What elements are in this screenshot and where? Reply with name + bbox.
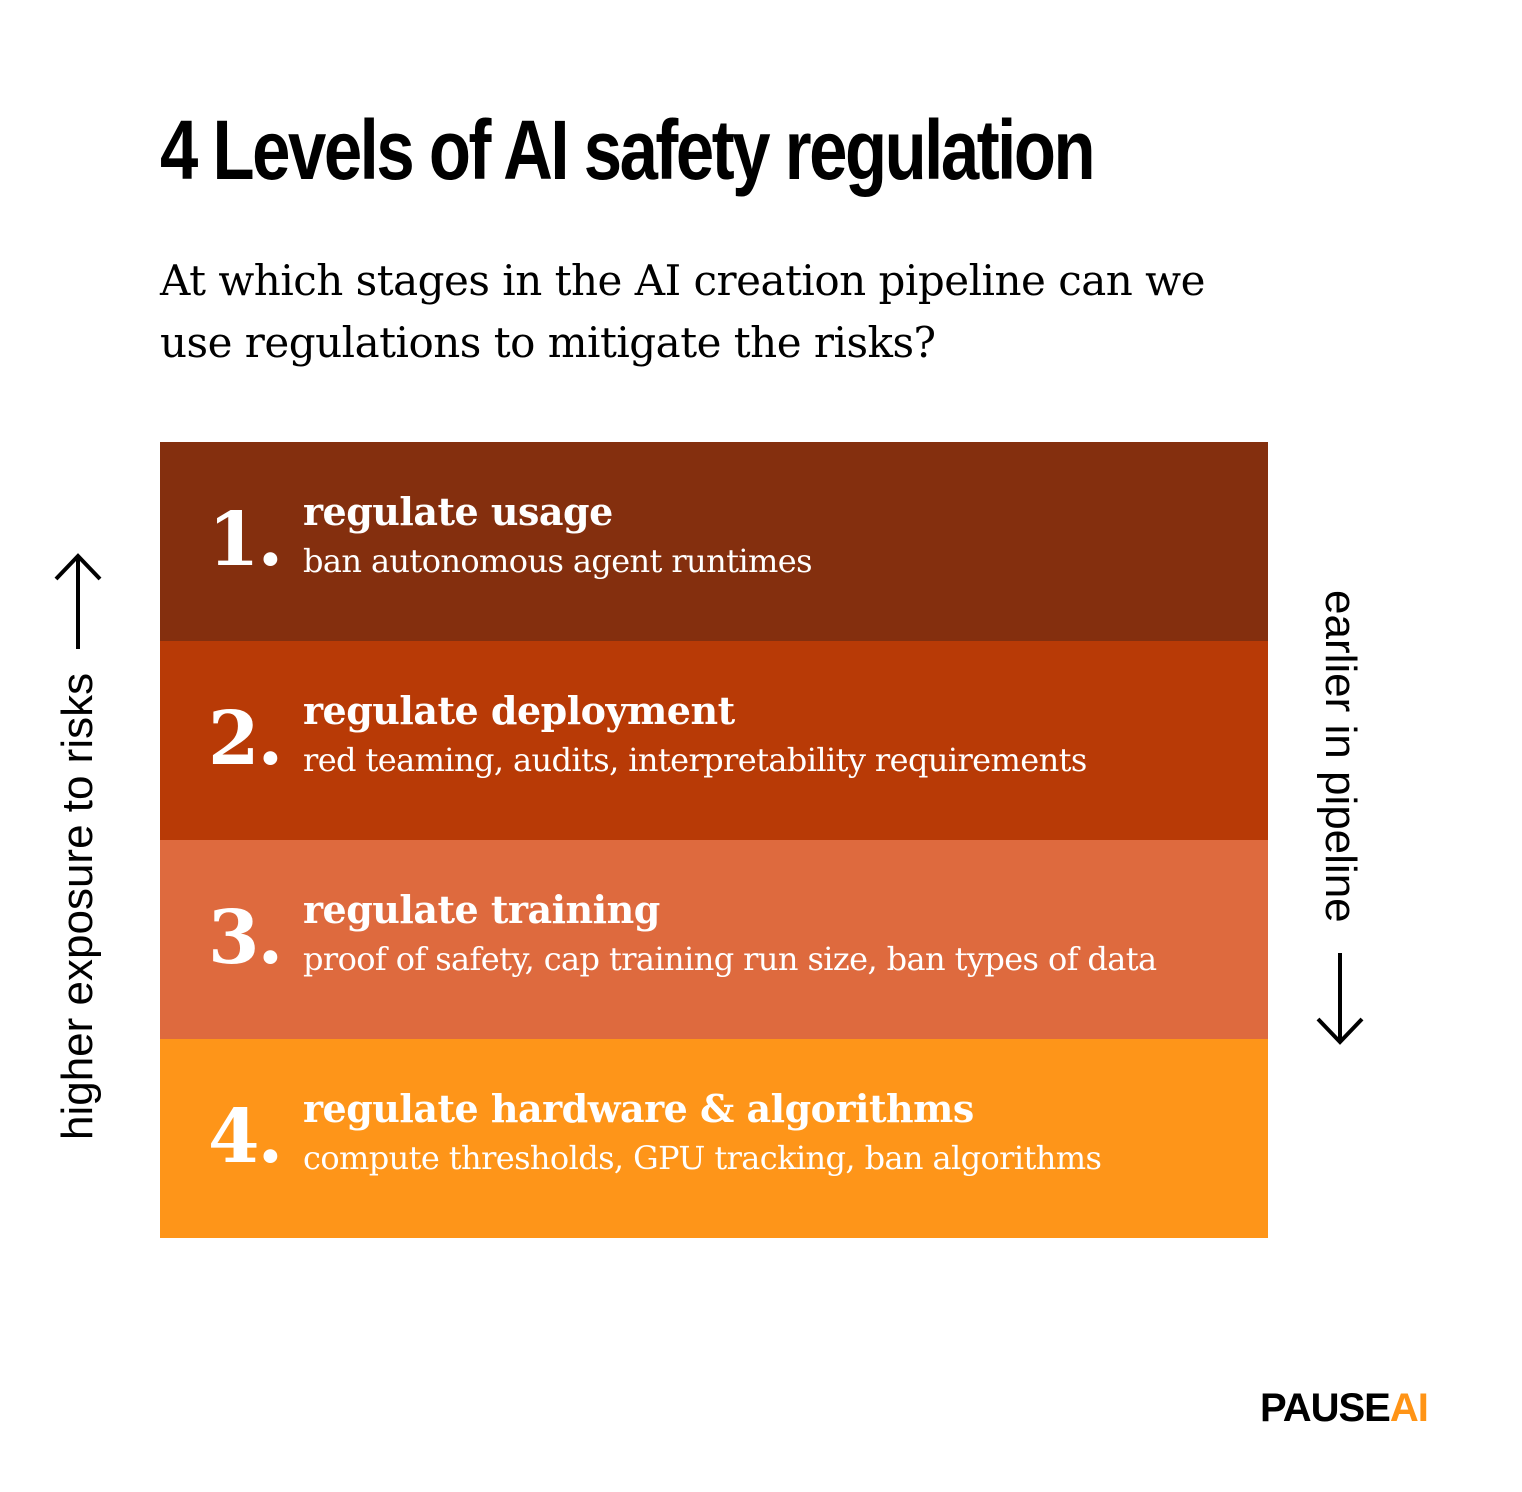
level-1-title: regulate usage	[303, 489, 613, 534]
level-1-text: regulate usage ban autonomous agent runt…	[303, 486, 1248, 584]
regulation-levels: 1. regulate usage ban autonomous agent r…	[160, 442, 1268, 1238]
logo-text-pause: PAUSE	[1260, 1386, 1391, 1430]
level-3-number: 3.	[208, 895, 283, 981]
level-3-title: regulate training	[303, 887, 660, 932]
level-1-number: 1.	[208, 497, 283, 583]
page-title: 4 Levels of AI safety regulation	[160, 103, 1096, 197]
level-4-title: regulate hardware & algorithms	[303, 1086, 974, 1131]
level-2-number: 2.	[208, 696, 283, 782]
level-1: 1. regulate usage ban autonomous agent r…	[160, 442, 1268, 641]
level-2: 2. regulate deployment red teaming, audi…	[160, 641, 1268, 840]
level-4-number: 4.	[208, 1094, 283, 1180]
level-2-description: red teaming, audits, interpretability re…	[303, 741, 1087, 779]
page-subtitle: At which stages in the AI creation pipel…	[160, 256, 1205, 367]
risk-exposure-axis-content: higher exposure to risks	[48, 480, 108, 1140]
level-3: 3. regulate training proof of safety, ca…	[160, 840, 1268, 1039]
level-1-description: ban autonomous agent runtimes	[303, 542, 813, 580]
level-4-description: compute thresholds, GPU tracking, ban al…	[303, 1139, 1102, 1177]
pipeline-axis-content: earlier in pipeline	[1308, 590, 1372, 1110]
level-4-text: regulate hardware & algorithms compute t…	[303, 1083, 1248, 1181]
logo-text-ai: AI	[1389, 1386, 1429, 1430]
level-4: 4. regulate hardware & algorithms comput…	[160, 1039, 1268, 1238]
risk-exposure-label: higher exposure to risks	[53, 672, 102, 1140]
pauseai-logo: PAUSEAI	[1260, 1384, 1429, 1432]
pipeline-label: earlier in pipeline	[1316, 590, 1365, 923]
arrow-up-icon	[54, 552, 102, 649]
level-2-title: regulate deployment	[303, 688, 735, 733]
level-2-text: regulate deployment red teaming, audits,…	[303, 685, 1248, 783]
level-3-description: proof of safety, cap training run size, …	[303, 940, 1157, 978]
pipeline-axis: earlier in pipeline	[1308, 590, 1372, 1110]
arrow-down-icon	[1316, 952, 1364, 1045]
level-3-text: regulate training proof of safety, cap t…	[303, 884, 1248, 982]
risk-exposure-axis: higher exposure to risks	[48, 480, 108, 1140]
